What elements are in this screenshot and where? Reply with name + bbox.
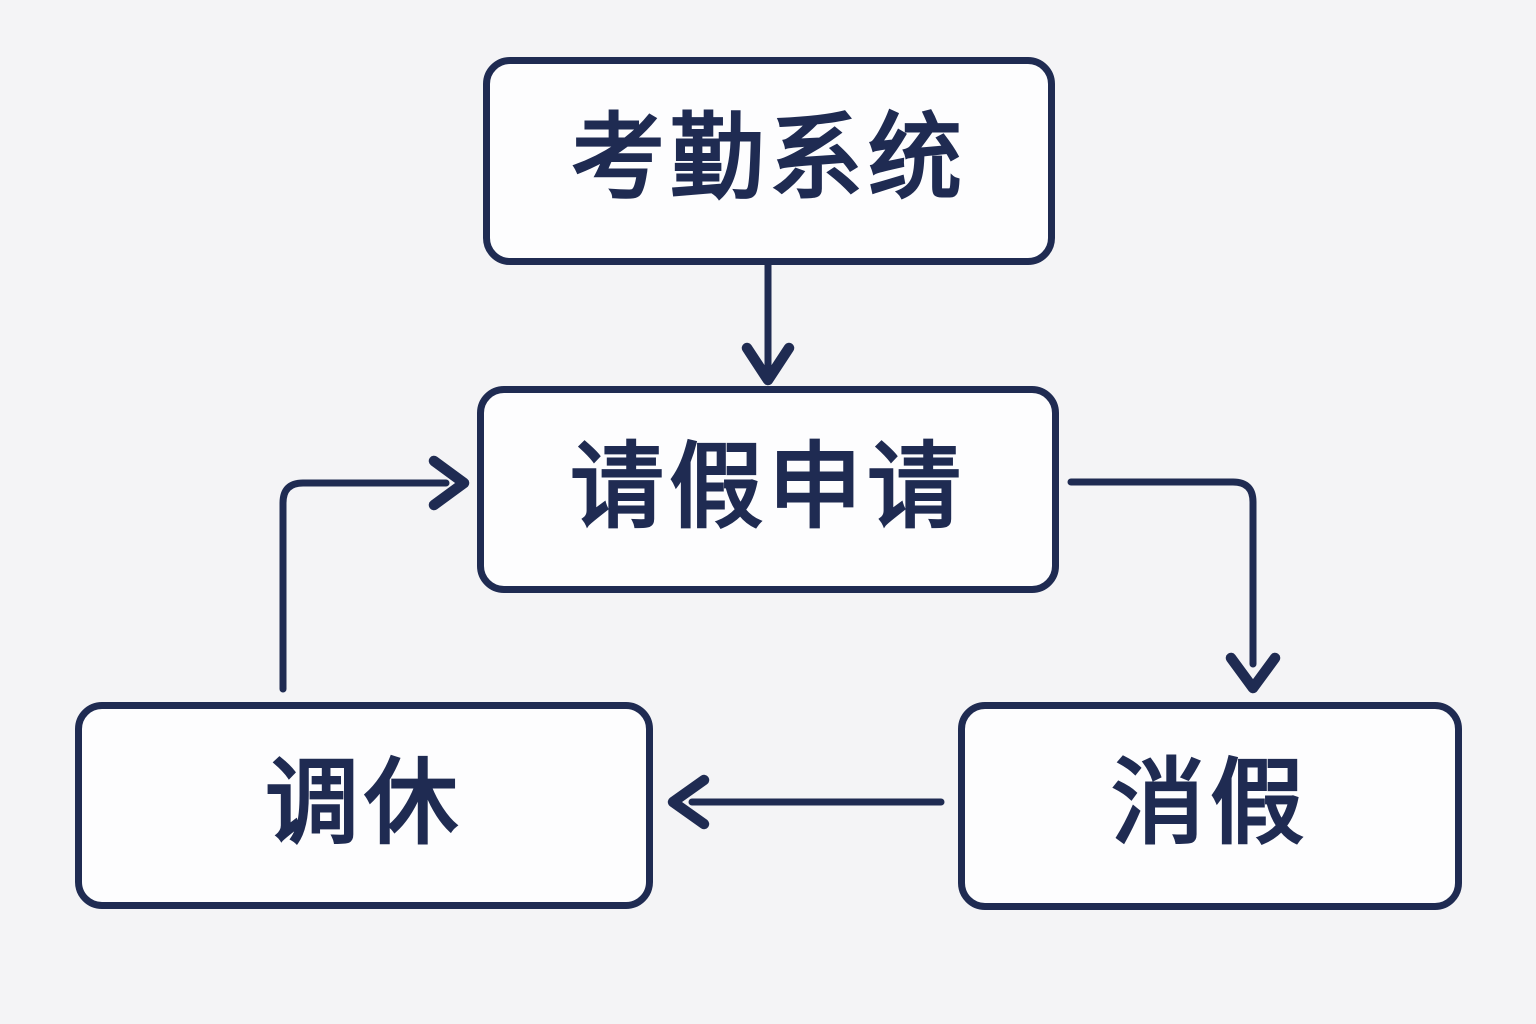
arrowhead-left-icon: [667, 774, 710, 830]
arrow-attendance-to-leave-request: [741, 258, 795, 386]
arrow-leave-request-to-leave-cancellation: [1067, 478, 1281, 694]
node-leave-request-label: 请假申请: [569, 432, 966, 542]
node-attendance-system: 考勤系统: [483, 57, 1055, 265]
node-attendance-system-label: 考勤系统: [570, 104, 967, 213]
node-compensatory-rest: 调休: [75, 702, 653, 909]
node-leave-cancellation: 消假: [958, 702, 1462, 910]
arrow-compensatory-rest-to-leave-request: [279, 455, 470, 693]
arrow-leave-cancellation-to-compensatory-rest: [667, 774, 945, 830]
node-compensatory-rest-label: 调休: [264, 748, 463, 858]
arrowhead-down-icon: [741, 342, 795, 386]
arrowhead-right-icon: [428, 455, 470, 511]
arrowhead-down-icon: [1225, 652, 1281, 694]
node-leave-cancellation-label: 消假: [1110, 749, 1309, 858]
node-leave-request: 请假申请: [477, 386, 1059, 593]
